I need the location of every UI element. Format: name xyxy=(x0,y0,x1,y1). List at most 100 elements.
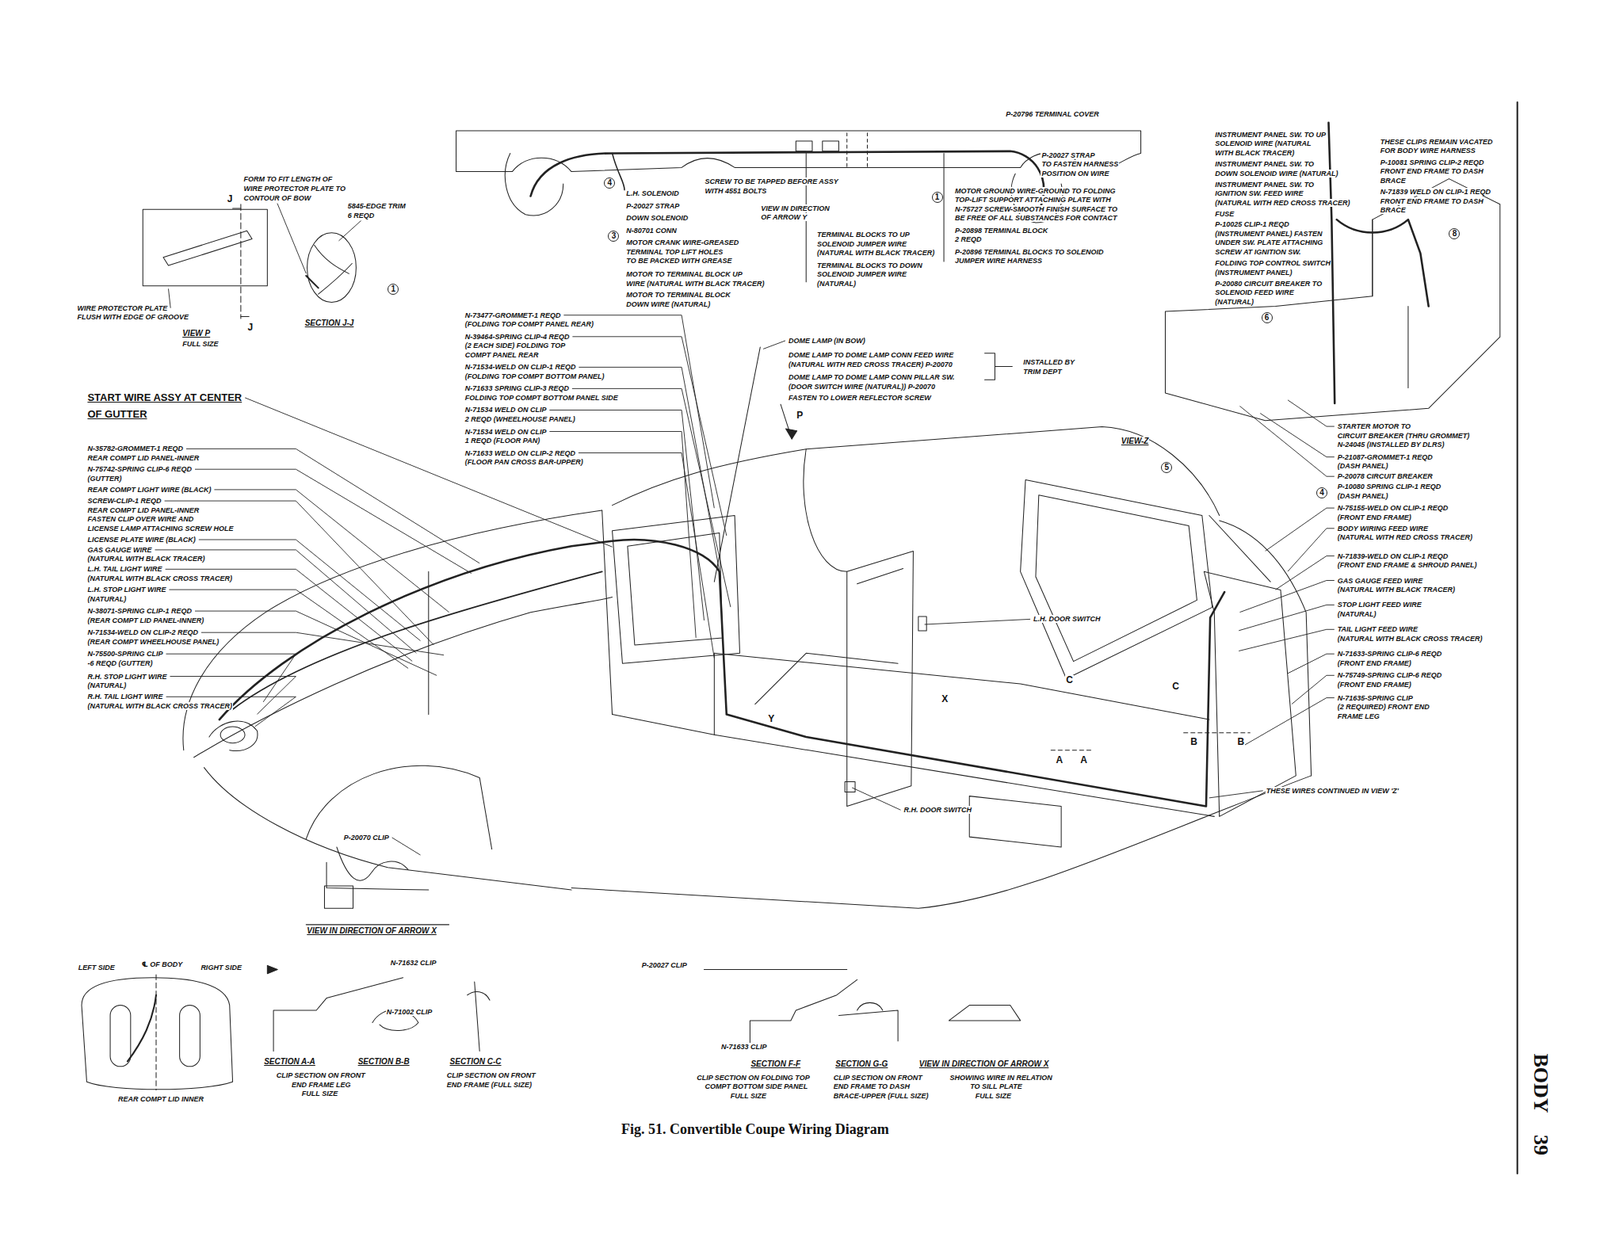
callout-label: CIRCUIT BREAKER (THRU GROMMET) xyxy=(1336,431,1471,440)
leader-line xyxy=(1287,653,1335,674)
callout-label: N-38071-SPRING CLIP-1 REQD xyxy=(86,607,193,615)
callout-label: SOLENOID JUMPER WIRE xyxy=(816,270,908,279)
view-heading: SECTION A-A xyxy=(263,1057,317,1067)
callout-label: CLIP SECTION ON FRONT xyxy=(832,1073,924,1082)
callout-label: P-20080 CIRCUIT BREAKER TO xyxy=(1214,279,1323,288)
callout-label: TERMINAL BLOCKS TO DOWN xyxy=(816,261,924,270)
callout-label: 6 REQD xyxy=(347,211,376,220)
callout-label: P-20896 TERMINAL BLOCKS TO SOLENOID xyxy=(954,248,1105,256)
callout-label: P-10025 CLIP-1 REQD xyxy=(1214,220,1291,229)
callout-number: 1 xyxy=(931,191,944,203)
callout-label: FASTEN CLIP OVER WIRE AND xyxy=(86,515,195,524)
callout-label: L.H. SOLENOID xyxy=(625,189,680,198)
reference-letter: B xyxy=(1189,736,1199,748)
callout-label: P-20027 CLIP xyxy=(641,961,688,970)
callout-label: P-20070 CLIP xyxy=(343,833,390,842)
assembly-note: START WIRE ASSY AT CENTER xyxy=(86,391,243,404)
callout-label: FUSE xyxy=(1214,210,1235,218)
callout-number: 1 xyxy=(387,283,399,295)
callout-label: END FRAME LEG xyxy=(290,1080,352,1089)
callout-label: L.H. TAIL LIGHT WIRE xyxy=(86,565,163,573)
callout-label: DOME LAMP TO DOME LAMP CONN PILLAR SW. xyxy=(787,373,956,382)
callout-label: P-20898 TERMINAL BLOCK xyxy=(954,226,1049,235)
reference-letter: P xyxy=(795,410,804,421)
leader-line xyxy=(168,589,409,669)
callout-label: N-71534-WELD ON CLIP-1 REQD xyxy=(464,362,577,371)
callout-label: FRONT END FRAME TO DASH xyxy=(1379,167,1485,176)
callout-label: TAIL LIGHT FEED WIRE xyxy=(1336,625,1419,634)
callout-label: BODY WIRING FEED WIRE xyxy=(1336,524,1429,533)
leader-line xyxy=(1244,698,1335,745)
callout-label: MOTOR TO TERMINAL BLOCK UP xyxy=(625,270,744,279)
callout-label: FLUSH WITH EDGE OF GROOVE xyxy=(76,313,191,321)
callout-label: R.H. TAIL LIGHT WIRE xyxy=(86,692,164,701)
callout-label: L.H. DOOR SWITCH xyxy=(1032,614,1102,623)
callout-label: 2 REQD (WHEELHOUSE PANEL) xyxy=(464,415,577,424)
callout-label: P-10080 SPRING CLIP-1 REQD xyxy=(1336,482,1443,491)
callout-label: LICENSE LAMP ATTACHING SCREW HOLE xyxy=(86,524,234,533)
reference-letter: C xyxy=(1065,675,1074,686)
callout-label: MOTOR GROUND WIRE-GROUND TO FOLDING xyxy=(954,187,1117,195)
view-heading: VIEW IN DIRECTION OF ARROW X xyxy=(918,1059,1051,1070)
callout-label: N-39464-SPRING CLIP-4 REQD xyxy=(464,332,571,341)
leader-line xyxy=(166,653,297,703)
reference-letter: J xyxy=(247,322,255,333)
callout-label: N-80701 CONN xyxy=(625,226,678,235)
callout-label: FRONT END FRAME TO DASH xyxy=(1379,197,1485,206)
callout-label: (NATURAL) xyxy=(86,595,127,604)
leader-line xyxy=(1287,528,1335,572)
callout-label: JUMPER WIRE HARNESS xyxy=(954,256,1043,265)
callout-label: TO BE PACKED WITH GREASE xyxy=(625,256,733,265)
callout-label: N-73477-GROMMET-1 REQD xyxy=(464,311,562,320)
callout-label: (FLOOR PAN CROSS BAR-UPPER) xyxy=(464,458,585,466)
callout-label: (NATURAL WITH BLACK CROSS TRACER) xyxy=(86,702,233,711)
callout-label: (NATURAL WITH RED CROSS TRACER) xyxy=(1214,198,1351,207)
callout-label: N-71534 WELD ON CLIP xyxy=(464,427,548,436)
callout-label: SCREW AT IGNITION SW. xyxy=(1214,248,1302,256)
leader-line xyxy=(563,315,715,509)
leader-line xyxy=(1265,507,1335,551)
callout-label: TERMINAL TOP LIFT HOLES xyxy=(625,248,724,256)
view-heading: SECTION J-J xyxy=(304,318,356,329)
callout-label: WIRE PROTECTOR PLATE xyxy=(76,304,169,313)
callout-label: (GUTTER) xyxy=(86,474,123,483)
callout-label: (FRONT END FRAME) xyxy=(1336,659,1413,668)
callout-label: (DOOR SWITCH WIRE (NATURAL)) P-20070 xyxy=(787,382,936,391)
callout-label: WIRE (NATURAL WITH BLACK TRACER) xyxy=(625,279,765,288)
callout-label: -6 REQD (GUTTER) xyxy=(86,659,153,668)
callout-number: 3 xyxy=(607,230,619,242)
reference-letter: X xyxy=(940,694,949,705)
callout-label: N-75155-WELD ON CLIP-1 REQD xyxy=(1336,504,1450,512)
callout-label: STARTER MOTOR TO xyxy=(1336,422,1412,431)
callout-label: INSTALLED BY xyxy=(1022,358,1076,367)
callout-label: FOLDING TOP CONTROL SWITCH xyxy=(1214,259,1332,268)
callout-label: N-71635-SPRING CLIP xyxy=(1336,694,1414,703)
callout-label: (FRONT END FRAME) xyxy=(1336,513,1413,522)
callout-label: FORM TO FIT LENGTH OF xyxy=(242,175,333,184)
leader-line xyxy=(186,448,480,563)
callout-label: N-71633-SPRING CLIP-6 REQD xyxy=(1336,649,1444,658)
callout-label: SOLENOID JUMPER WIRE xyxy=(816,240,908,249)
callout-label: REAR COMPT LID INNER xyxy=(117,1095,205,1104)
callout-label: SCREW TO BE TAPPED BEFORE ASSY xyxy=(703,177,839,186)
callout-label: (FOLDING TOP COMPT PANEL REAR) xyxy=(464,320,595,329)
leader-line xyxy=(578,453,715,659)
callout-label: BRACE xyxy=(1379,176,1407,185)
callout-label: BE FREE OF ALL SUBSTANCES FOR CONTACT xyxy=(954,213,1119,222)
leader-line xyxy=(194,469,472,573)
callout-label: REAR COMPT LID PANEL-INNER xyxy=(86,454,200,463)
callout-label: THESE CLIPS REMAIN VACATED xyxy=(1379,137,1494,146)
leader-line xyxy=(1291,675,1335,704)
reference-letter: B xyxy=(1237,736,1246,748)
reference-letter: A xyxy=(1054,755,1064,766)
callout-label: N-71002 CLIP xyxy=(385,1008,434,1016)
callout-label: N-75749-SPRING CLIP-6 REQD xyxy=(1336,671,1444,680)
leader-line xyxy=(213,489,449,613)
callout-label: UNDER SW. PLATE ATTACHING xyxy=(1214,238,1324,247)
callout-label: WITH BLACK TRACER) xyxy=(1214,148,1295,157)
view-heading: VIEW P xyxy=(181,328,211,339)
callout-number: 6 xyxy=(1261,312,1273,324)
callout-label: L.H. STOP LIGHT WIRE xyxy=(86,585,167,594)
callout-label: FOR BODY WIRE HARNESS xyxy=(1379,146,1477,155)
